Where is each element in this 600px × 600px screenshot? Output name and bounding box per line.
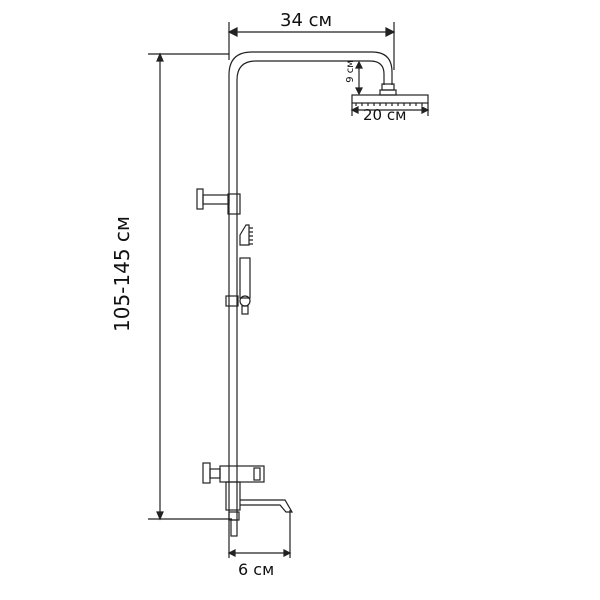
column-outer (228, 51, 393, 520)
head-diameter-label: 20 см (363, 106, 407, 124)
inlet-thread (230, 519, 238, 537)
slide-bracket (225, 295, 239, 307)
mixer-lower (225, 481, 241, 511)
diverter-body (227, 193, 241, 215)
arm-width-label: 34 см (280, 10, 333, 31)
dim-arrows-9 (355, 60, 363, 96)
hose-fitting (241, 305, 249, 315)
mixer-knob (202, 462, 211, 484)
dim-arrows-height (156, 52, 164, 521)
height-range-label: 105-145 см (110, 215, 135, 333)
head-nozzles (355, 103, 423, 106)
hand-shower-head (239, 224, 250, 246)
mixer-lever (253, 467, 261, 481)
head-drop-label: 9 см (344, 60, 356, 83)
shower-head (351, 94, 429, 104)
mixer-stem (209, 468, 221, 479)
hand-shower-nozzles (249, 227, 253, 245)
dim-arrows-6 (227, 549, 292, 557)
spout-length-label: 6 см (238, 560, 275, 579)
hand-shower-handle (239, 257, 251, 299)
column-inner (236, 60, 385, 520)
dim-arrows-20 (350, 106, 430, 114)
diverter-stem (202, 194, 230, 205)
head-neck (379, 89, 397, 96)
diverter-knob (196, 188, 204, 210)
spout (240, 499, 294, 513)
mixer-body (219, 465, 265, 483)
dim-arrows-34 (227, 27, 396, 37)
